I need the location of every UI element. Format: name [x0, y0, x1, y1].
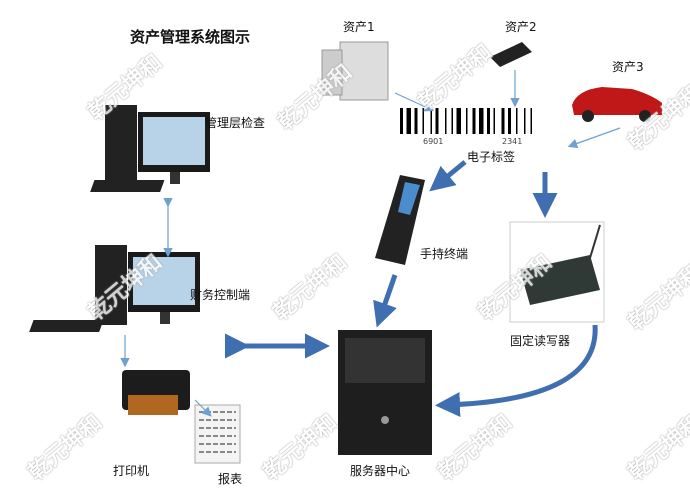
barcode-bar: [451, 108, 453, 134]
barcode-bar: [406, 108, 411, 134]
arrow-tag-handheld: [429, 160, 467, 192]
barcode-bar: [422, 108, 424, 134]
barcode-bar: [508, 108, 511, 134]
barcode-bar: [456, 108, 461, 134]
barcode-bar: [530, 108, 532, 134]
barcode-bar: [472, 108, 476, 134]
barcode-bar: [435, 108, 439, 134]
barcode-digits-left: 6901: [423, 137, 443, 146]
label-fixed-reader: 固定读写器: [510, 334, 571, 348]
thick-arrows: [225, 160, 598, 418]
label-asset2: 资产2: [505, 20, 537, 34]
barcode-bar: [501, 108, 505, 134]
barcode-bar: [479, 108, 484, 134]
management-computer-image: [90, 105, 210, 192]
barcode-bar: [524, 108, 526, 134]
arrow-asset3-tag: [567, 127, 621, 149]
label-printer: 打印机: [113, 464, 150, 478]
barcode-image: [400, 108, 532, 134]
label-rfid-tag: 电子标签: [467, 150, 516, 164]
arrow-handheld-server: [373, 274, 398, 328]
arrow-reader-server: [435, 324, 598, 418]
label-mgmt-check: 管理层检查: [205, 116, 266, 130]
copier-image: [321, 41, 389, 101]
barcode-bar: [445, 108, 447, 134]
handheld-terminal-image: [375, 175, 425, 265]
barcode-bar: [414, 108, 418, 134]
arrow-asset1-tag: [394, 92, 435, 112]
barcode-bar: [493, 108, 495, 134]
fixed-reader-image: [509, 221, 605, 323]
barcode-bar: [516, 108, 518, 134]
finance-computer-image: [29, 245, 200, 332]
server-image: [338, 330, 432, 455]
car-image: [572, 87, 662, 122]
label-asset3: 资产3: [612, 60, 644, 74]
barcode-digits-right: 2341: [502, 137, 522, 146]
label-report: 报表: [218, 472, 243, 486]
label-finance: 财务控制端: [190, 288, 251, 302]
label-handheld: 手持终端: [420, 247, 469, 261]
printer-image: [122, 370, 190, 415]
arrow-printer-report: [194, 399, 212, 417]
barcode-bar: [400, 108, 403, 134]
barcode-bar: [487, 108, 490, 134]
barcode-bar: [430, 108, 432, 134]
diagram-title: 资产管理系统图示: [130, 28, 251, 46]
report-image: [194, 404, 241, 464]
thin-arrows: [120, 70, 621, 417]
barcode-bar: [466, 108, 468, 134]
label-server: 服务器中心: [350, 464, 411, 478]
tablet-image: [490, 42, 532, 67]
label-asset1: 资产1: [343, 20, 375, 34]
